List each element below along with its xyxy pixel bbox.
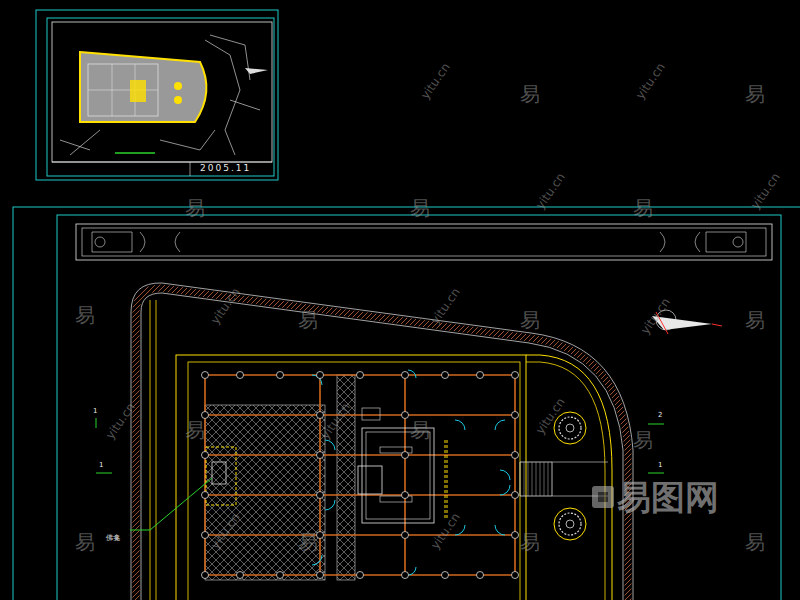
column-symbol: [317, 412, 324, 419]
watermark: 易: [633, 430, 653, 450]
building-plan: [176, 355, 612, 600]
column-symbol: [277, 572, 284, 579]
column-symbol: [402, 372, 409, 379]
column-symbol: [317, 492, 324, 499]
section-number: 2: [658, 412, 662, 419]
column-symbol: [512, 412, 519, 419]
column-symbol: [442, 572, 449, 579]
inset-sheet: [36, 10, 278, 180]
column-symbol: [477, 572, 484, 579]
watermark: 易: [520, 532, 540, 552]
column-symbol: [237, 372, 244, 379]
tree-symbol: [554, 412, 586, 540]
watermark: 易: [298, 310, 318, 330]
section-number: 1: [93, 408, 97, 415]
section-number: 1: [99, 462, 103, 469]
column-symbol: [512, 372, 519, 379]
wall-line: [514, 375, 516, 575]
logo-icon: [592, 486, 614, 508]
column-symbol: [357, 572, 364, 579]
column-symbol: [402, 452, 409, 459]
column-symbol: [477, 372, 484, 379]
watermark: 易: [520, 84, 540, 104]
main-sheet: [13, 207, 800, 600]
watermark: 易: [298, 532, 318, 552]
column-symbol: [402, 532, 409, 539]
date-stamp: 2005.11: [200, 164, 251, 173]
wall-line: [205, 534, 515, 536]
watermark: 易: [185, 420, 205, 440]
section-number: 1: [658, 462, 662, 469]
watermark: 易: [745, 84, 765, 104]
column-symbol: [277, 372, 284, 379]
column-symbol: [202, 572, 209, 579]
column-symbol: [357, 372, 364, 379]
watermark: 易: [75, 305, 95, 325]
column-symbol: [202, 452, 209, 459]
watermark: 易: [75, 532, 95, 552]
column-symbol: [237, 572, 244, 579]
wall-line: [404, 375, 406, 575]
column-symbol: [317, 452, 324, 459]
column-symbol: [202, 412, 209, 419]
column-symbol: [402, 492, 409, 499]
wall-line: [205, 454, 515, 456]
column-symbol: [512, 452, 519, 459]
watermark: 易: [520, 310, 540, 330]
column-symbol: [402, 572, 409, 579]
site-boundary: [131, 283, 633, 600]
column-symbol: [202, 372, 209, 379]
room-label: 佛龛: [106, 535, 120, 542]
column-symbol: [512, 492, 519, 499]
section-mark: [96, 418, 664, 473]
wall-line: [319, 375, 321, 575]
watermark: 易: [745, 532, 765, 552]
column-symbol: [202, 492, 209, 499]
watermark-logo: 易图网: [617, 480, 719, 514]
column-symbol: [512, 532, 519, 539]
column-symbol: [442, 372, 449, 379]
column-symbol: [402, 412, 409, 419]
wall-line: [205, 494, 515, 496]
wall-line: [205, 414, 515, 416]
column-symbol: [202, 532, 209, 539]
column-symbol: [317, 372, 324, 379]
watermark: 易: [745, 310, 765, 330]
leader-line: [130, 478, 212, 530]
watermark: 易: [410, 198, 430, 218]
watermark: 易: [410, 420, 430, 440]
column-symbol: [512, 572, 519, 579]
watermark: 易: [185, 198, 205, 218]
column-symbol: [317, 572, 324, 579]
watermark: 易: [633, 198, 653, 218]
